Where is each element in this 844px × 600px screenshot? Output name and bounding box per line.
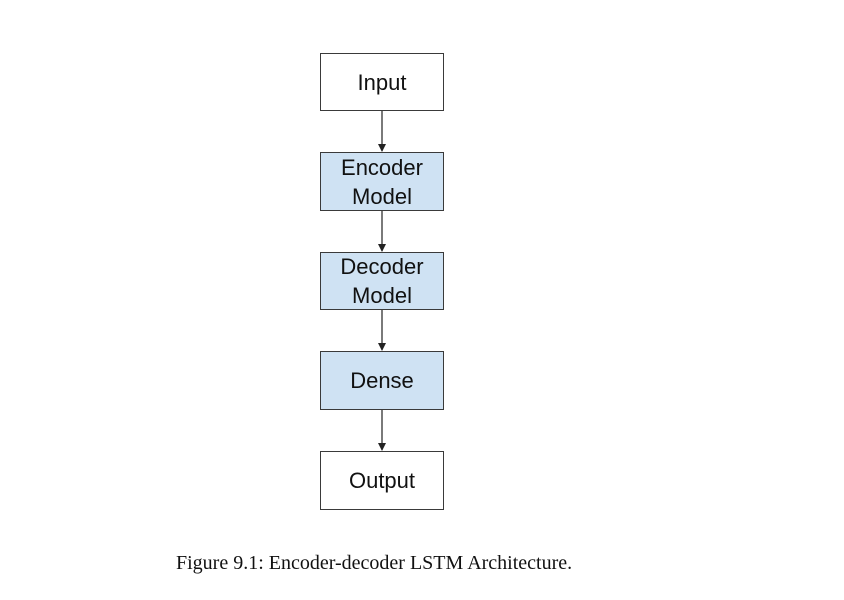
- node-output-label: Output: [348, 468, 416, 493]
- node-input-label: Input: [357, 69, 407, 95]
- figure-caption: Figure 9.1: Encoder-decoder LSTM Archite…: [176, 552, 573, 574]
- node-encoder-label: Encoder Model: [341, 154, 423, 209]
- node-decoder-label: Decoder Model: [340, 254, 424, 308]
- node-encoder-model: Encoder Model: [320, 152, 444, 211]
- node-decoder-model: Decoder Model: [320, 252, 444, 310]
- node-output: Output: [320, 451, 444, 510]
- node-dense-label: Dense: [350, 368, 414, 393]
- node-input: Input: [320, 53, 444, 111]
- node-dense: Dense: [320, 351, 444, 410]
